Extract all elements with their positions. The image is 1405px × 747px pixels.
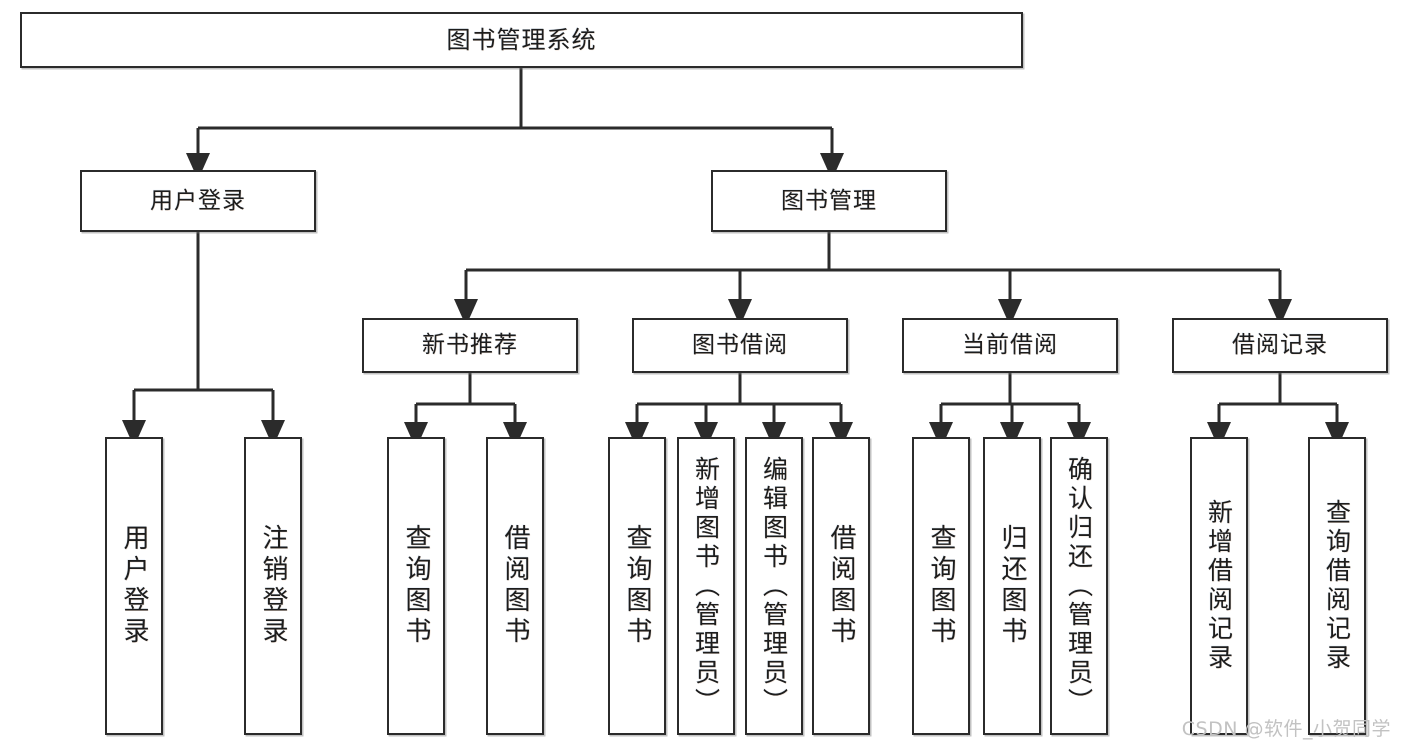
leaf-label: 借阅图书 [826,524,856,648]
leaf-label: 查询图书 [622,524,652,648]
leaf-query-book-newbook[interactable]: 查询图书 [387,437,445,735]
leaf-label: 新增图书（管理员） [691,455,721,717]
node-label: 用户登录 [150,187,246,214]
node-label: 当前借阅 [962,332,1058,359]
node-root-system[interactable]: 图书管理系统 [20,12,1023,68]
leaf-label: 查询借阅记录 [1322,499,1352,673]
leaf-return-book[interactable]: 归还图书 [983,437,1041,735]
node-label: 图书管理系统 [446,26,597,54]
node-label: 图书管理 [781,187,877,214]
node-current-borrow[interactable]: 当前借阅 [902,318,1118,373]
node-user-login[interactable]: 用户登录 [80,170,316,232]
leaf-confirm-return-admin[interactable]: 确认归还（管理员） [1050,437,1108,735]
node-new-book-recommend[interactable]: 新书推荐 [362,318,578,373]
leaf-add-book-admin[interactable]: 新增图书（管理员） [677,437,735,735]
node-book-management[interactable]: 图书管理 [711,170,947,232]
leaf-label: 注销登录 [258,524,288,648]
leaf-label: 查询图书 [401,524,431,648]
leaf-label: 查询图书 [926,524,956,648]
leaf-logout-login[interactable]: 注销登录 [244,437,302,735]
leaf-label: 编辑图书（管理员） [759,455,789,717]
leaf-borrow-book[interactable]: 借阅图书 [812,437,870,735]
leaf-label: 确认归还（管理员） [1064,455,1094,717]
leaf-label: 借阅图书 [500,524,530,648]
node-borrow-record[interactable]: 借阅记录 [1172,318,1388,373]
leaf-label: 归还图书 [997,524,1027,648]
node-book-borrow[interactable]: 图书借阅 [632,318,848,373]
leaf-query-book-borrow[interactable]: 查询图书 [608,437,666,735]
node-label: 借阅记录 [1232,332,1328,359]
node-label: 新书推荐 [422,332,518,359]
leaf-query-book-current[interactable]: 查询图书 [912,437,970,735]
leaf-edit-book-admin[interactable]: 编辑图书（管理员） [745,437,803,735]
leaf-borrow-book-newbook[interactable]: 借阅图书 [486,437,544,735]
leaf-add-borrow-record[interactable]: 新增借阅记录 [1190,437,1248,735]
leaf-query-borrow-record[interactable]: 查询借阅记录 [1308,437,1366,735]
node-label: 图书借阅 [692,332,788,359]
leaf-label: 新增借阅记录 [1204,499,1234,673]
leaf-label: 用户登录 [119,524,149,648]
leaf-user-login[interactable]: 用户登录 [105,437,163,735]
